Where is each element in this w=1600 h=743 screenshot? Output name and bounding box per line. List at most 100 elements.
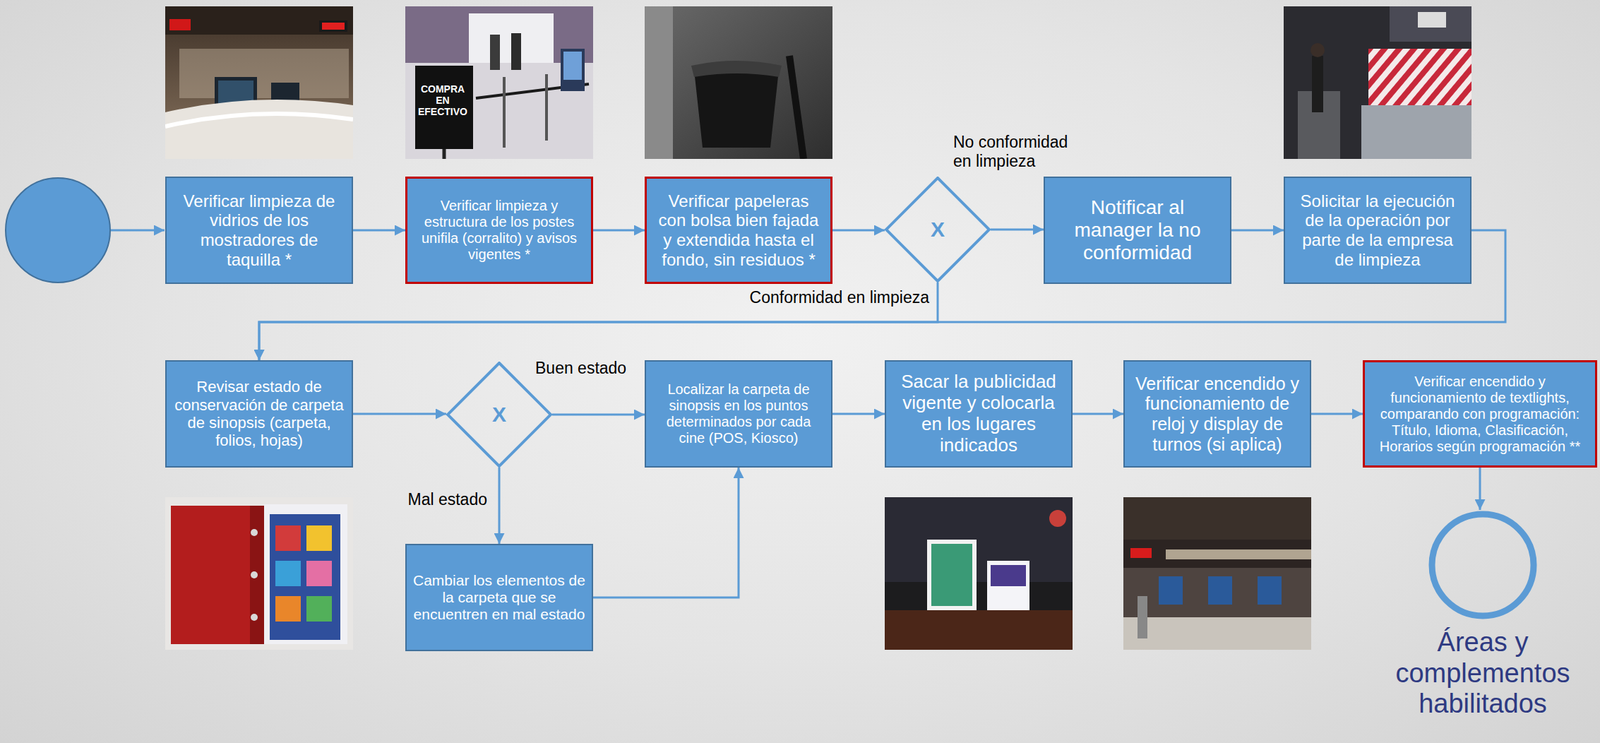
- step-text: Cambiar los elementos de la carpeta que …: [412, 571, 587, 623]
- process-box: Verificar limpieza y estructura de los p…: [405, 176, 594, 284]
- photo-publicidad-part: [990, 564, 1026, 587]
- connector: [990, 228, 1044, 231]
- photo-taquilla: [165, 6, 354, 159]
- photo-display-part: [1123, 497, 1312, 540]
- connector: [1479, 467, 1482, 510]
- process-box: Verificar papeleras con bolsa bien fajad…: [644, 176, 833, 284]
- connector: [593, 229, 645, 232]
- start-event-part: [5, 177, 111, 283]
- end-label: Áreas y complementos habilitados: [1376, 627, 1589, 720]
- photo-carpeta-part: [306, 560, 332, 587]
- step-text: Verificar limpieza de vidrios de los mos…: [172, 191, 346, 270]
- photo-limpieza-part: [1368, 48, 1472, 113]
- photo-publicidad-part: [1049, 509, 1067, 527]
- photo-carpeta-part: [306, 525, 332, 551]
- photo-display: [1123, 497, 1312, 650]
- step-text: Notificar al manager la no conformidad: [1050, 196, 1225, 265]
- photo-taquilla-part: [179, 48, 349, 99]
- photo-unifila-part: [502, 76, 506, 148]
- photo-carpeta-part: [269, 514, 341, 640]
- photo-carpeta-part: [170, 505, 262, 644]
- photo-publicidad-part: [927, 539, 977, 611]
- process-box: Verificar encendido y funcionamiento de …: [1123, 360, 1312, 468]
- process-box: Sacar la publicidad vigente y colocarla …: [884, 360, 1073, 468]
- start-event: [5, 177, 165, 283]
- process-box: Solicitar la ejecución de la operación p…: [1283, 176, 1472, 284]
- process-box: Notificar al manager la no conformidad: [1043, 176, 1232, 284]
- photo-carpeta-part: [250, 528, 258, 536]
- connector: [832, 229, 885, 232]
- photo-unifila-part: [563, 51, 582, 80]
- photo-display-part: [1137, 595, 1148, 639]
- photo-publicidad-part: [884, 497, 1073, 582]
- photo-display-part: [1123, 497, 1312, 650]
- connector: [1072, 413, 1124, 416]
- process-box: Cambiar los elementos de la carpeta que …: [405, 543, 594, 652]
- edge-label: Conformidad en limpieza: [706, 288, 930, 308]
- photo-papelera-part: [691, 60, 782, 77]
- photo-carpeta-part: [275, 560, 301, 587]
- photo-taquilla-part: [165, 113, 354, 127]
- connector: [1311, 413, 1363, 416]
- connector: [498, 467, 501, 544]
- photo-taquilla-part: [165, 6, 354, 159]
- photo-limpieza-part: [1311, 55, 1324, 113]
- photo-unifila-part: [490, 34, 500, 70]
- photo-carpeta-part: [165, 497, 354, 650]
- photo-publicidad-part: [884, 497, 1073, 650]
- step-text: Solicitar la ejecución de la operación p…: [1290, 191, 1465, 270]
- photo-papelera-part: [694, 69, 779, 148]
- photo-taquilla-part: [321, 22, 345, 30]
- process-box: Localizar la carpeta de sinopsis en los …: [644, 360, 833, 468]
- photo-carpeta: [165, 497, 354, 650]
- end-event: Áreas y complementos habilitados: [1427, 509, 1538, 620]
- gateway-mark: X: [446, 361, 553, 468]
- photo-carpeta-part: [275, 525, 301, 551]
- photo-taquilla-part: [169, 19, 191, 31]
- step-text: Revisar estado de conservación de carpet…: [172, 377, 346, 450]
- step-text: Verificar encendido y funcionamiento de …: [1130, 373, 1305, 455]
- edge-label: Mal estado: [353, 490, 488, 510]
- photo-papelera-part: [644, 6, 673, 159]
- photo-taquilla-part: [319, 20, 348, 32]
- step-text: Verificar papeleras con bolsa bien fajad…: [652, 191, 825, 270]
- photo-publicidad-part: [884, 610, 1073, 650]
- photo-publicidad: [884, 497, 1073, 650]
- connector: [1231, 229, 1284, 232]
- circle-outline-shape: [1431, 514, 1534, 616]
- photo-limpieza: [1283, 6, 1472, 159]
- sign-text: COMPRA EN EFECTIVO: [416, 83, 469, 118]
- photo-carpeta-part: [306, 595, 332, 622]
- photo-unifila-part: [560, 48, 585, 92]
- photo-carpeta-part: [250, 613, 258, 621]
- photo-display-part: [1257, 576, 1282, 605]
- photo-publicidad-part: [931, 543, 973, 606]
- edge-label: Buen estado: [535, 358, 642, 378]
- circle-outline: [1427, 509, 1538, 620]
- process-box: Revisar estado de conservación de carpet…: [165, 360, 354, 468]
- decision-diamond: X: [884, 176, 991, 283]
- photo-carpeta-part: [275, 595, 301, 622]
- step-text: Sacar la publicidad vigente y colocarla …: [891, 371, 1066, 457]
- step-text: Verificar limpieza y estructura de los p…: [413, 197, 586, 263]
- connector: [832, 413, 885, 416]
- photo-display-part: [1130, 547, 1152, 558]
- photo-display-part: [1123, 617, 1312, 650]
- photo-limpieza-part: [1310, 43, 1325, 58]
- photo-taquilla-part: [165, 6, 354, 35]
- photo-unifila-part: [511, 33, 522, 70]
- edge-label: No conformidad en limpieza: [953, 132, 1081, 171]
- photo-unifila-part: [442, 148, 447, 159]
- photo-taquilla-part: [165, 99, 354, 159]
- photo-papelera-part: [644, 6, 833, 159]
- photo-unifila-part: [415, 65, 474, 149]
- process-box: Verificar encendido y funcionamiento de …: [1362, 360, 1598, 468]
- photo-display-part: [1123, 567, 1312, 618]
- photo-display-part: [1158, 576, 1183, 605]
- photo-publicidad-part: [987, 560, 1030, 611]
- photo-unifila-part: [405, 6, 594, 159]
- start-event-part: [110, 229, 165, 232]
- photo-carpeta-part: [264, 504, 348, 644]
- photo-limpieza-part: [1361, 105, 1472, 159]
